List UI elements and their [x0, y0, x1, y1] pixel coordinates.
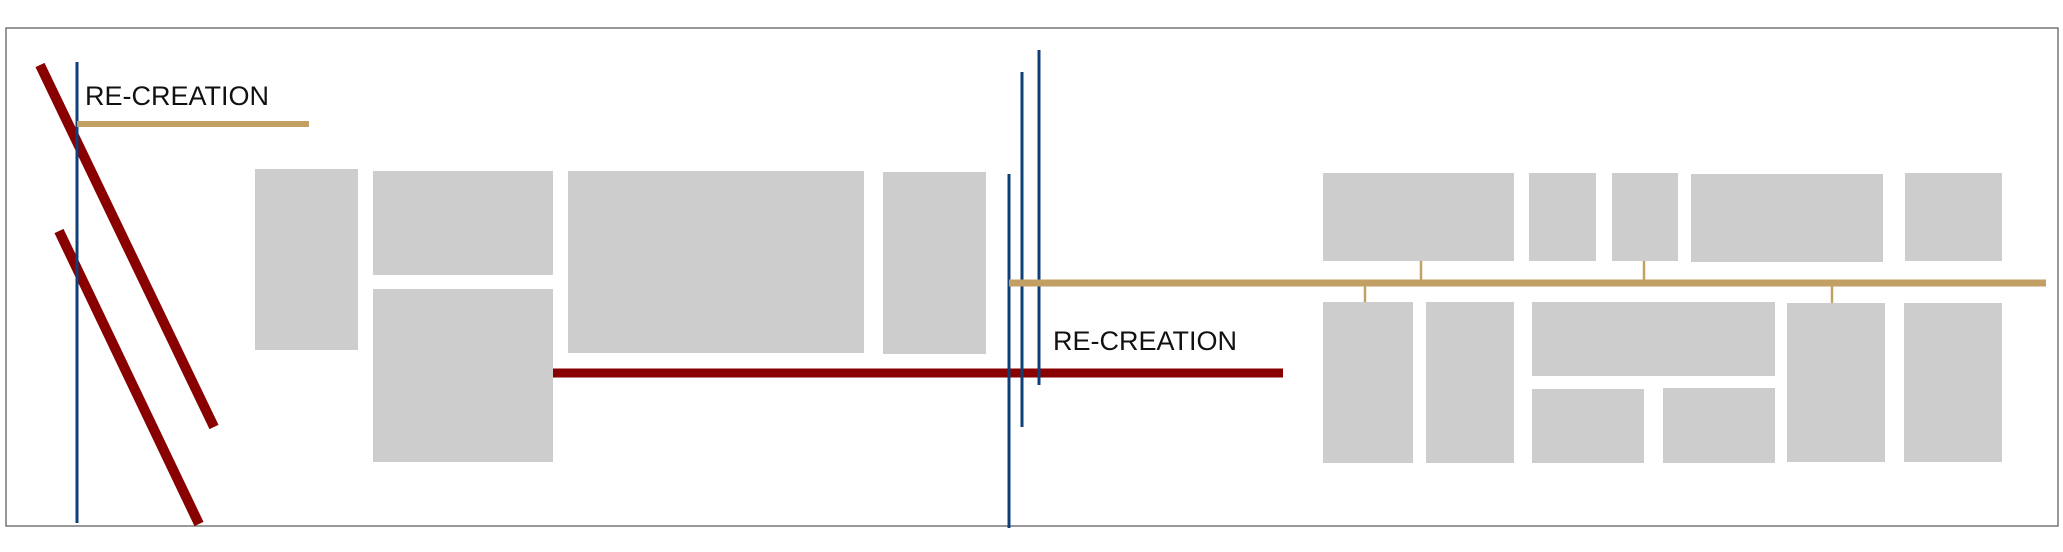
diagram-frame [5, 27, 2059, 527]
grey-block [1787, 303, 1885, 462]
label-re-creation-center: RE-CREATION [1053, 326, 1237, 356]
grey-block [1532, 389, 1644, 463]
grey-block [1904, 303, 2002, 462]
grey-block [1323, 302, 1413, 463]
grey-block [1323, 173, 1514, 261]
label-re-creation-left: RE-CREATION [85, 81, 269, 111]
grey-block [255, 169, 358, 350]
grey-block [1529, 173, 1596, 261]
grey-block [1612, 173, 1678, 261]
grey-block [1532, 302, 1775, 376]
grey-block [373, 289, 553, 462]
grey-block [883, 172, 986, 354]
grey-block [373, 171, 553, 275]
red-diagonal-bar-lower [54, 228, 204, 527]
grey-block [568, 171, 864, 353]
grey-block [1426, 302, 1514, 463]
grey-block [1691, 174, 1883, 262]
red-diagonal-bar-upper [35, 62, 219, 430]
grey-block [1905, 173, 2002, 261]
grey-block [1663, 388, 1775, 463]
